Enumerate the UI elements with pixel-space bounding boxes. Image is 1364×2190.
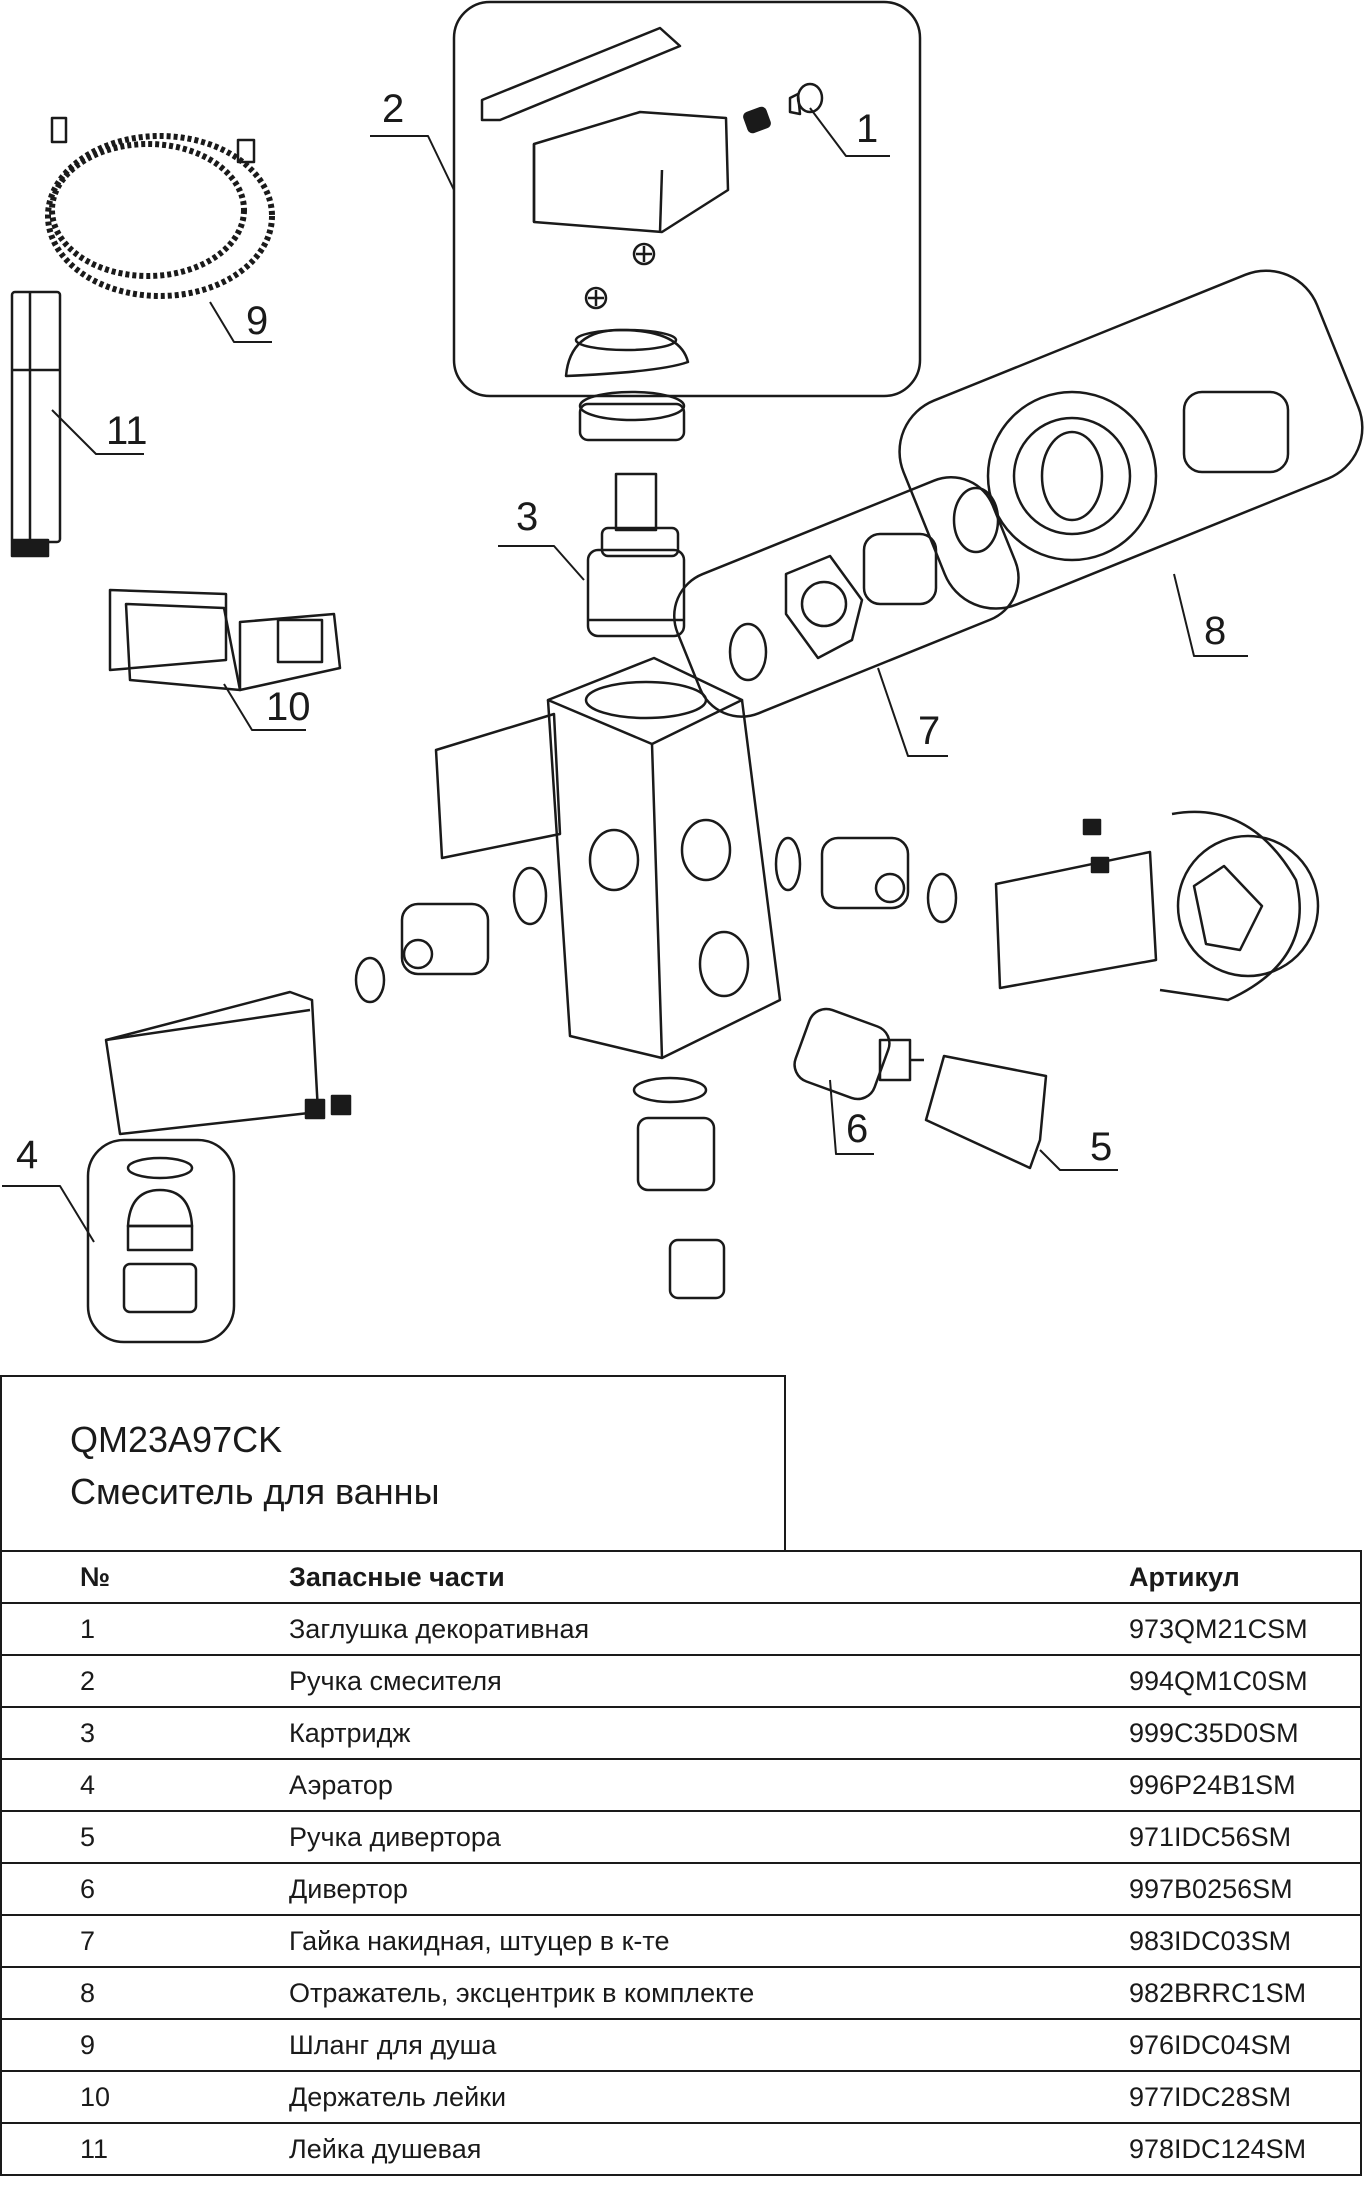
spare-parts-table: № Запасные части Артикул 1 Заглушка деко… — [0, 1550, 1362, 2176]
row-name: Ручка дивертора — [289, 1810, 1129, 1864]
callout-8: 8 — [1204, 609, 1226, 653]
row-no: 11 — [0, 2122, 289, 2176]
callout-3: 3 — [516, 495, 538, 539]
row-name: Шланг для душа — [289, 2018, 1129, 2072]
callout-10: 10 — [266, 685, 311, 729]
row-article: 977IDC28SM — [1129, 2070, 1362, 2124]
eccentric-part — [952, 390, 1290, 562]
callout-6: 6 — [846, 1107, 868, 1151]
row-name: Картридж — [289, 1706, 1129, 1760]
table-row: 10 Держатель лейки 977IDC28SM — [0, 2070, 1362, 2124]
callout-leaders — [2, 107, 1248, 1243]
header-no: № — [0, 1550, 289, 1604]
row-no: 9 — [0, 2018, 289, 2072]
table-row: 3 Картридж 999C35D0SM — [0, 1706, 1362, 1760]
header-name: Запасные части — [289, 1550, 1129, 1604]
row-no: 5 — [0, 1810, 289, 1864]
table-row: 1 Заглушка декоративная 973QM21CSM — [0, 1602, 1362, 1656]
table-row: 2 Ручка смесителя 994QM1C0SM — [0, 1654, 1362, 1708]
callout-9: 9 — [246, 299, 268, 343]
mixer-handle-part — [480, 26, 730, 378]
row-no: 3 — [0, 1706, 289, 1760]
cartridge-part — [578, 390, 686, 638]
product-title-box: QM23A97CK Смеситель для ванны — [0, 1375, 786, 1550]
callout-4: 4 — [16, 1133, 38, 1177]
row-name: Заглушка декоративная — [289, 1602, 1129, 1656]
shower-hose-part — [45, 116, 275, 299]
handle-group-frame — [452, 0, 922, 398]
table-row: 9 Шланг для душа 976IDC04SM — [0, 2018, 1362, 2072]
row-article: 976IDC04SM — [1129, 2018, 1362, 2072]
row-article: 999C35D0SM — [1129, 1706, 1362, 1760]
row-article: 994QM1C0SM — [1129, 1654, 1362, 1708]
table-row: 4 Аэратор 996P24B1SM — [0, 1758, 1362, 1812]
row-no: 7 — [0, 1914, 289, 1968]
row-no: 4 — [0, 1758, 289, 1812]
row-name: Дивертор — [289, 1862, 1129, 1916]
left-fitting-part — [354, 866, 548, 1004]
callout-2: 2 — [382, 87, 404, 131]
product-name: Смеситель для ванны — [70, 1471, 440, 1512]
nut-group-frame — [672, 476, 1020, 718]
row-article: 983IDC03SM — [1129, 1914, 1362, 1968]
row-article: 978IDC124SM — [1129, 2122, 1362, 2176]
table-header-row: № Запасные части Артикул — [0, 1550, 1362, 1604]
row-no: 8 — [0, 1966, 289, 2020]
exploded-view-diagram: 1 2 3 4 5 6 7 8 9 10 11 — [2, 0, 1364, 1344]
hand-shower-part — [10, 290, 62, 558]
aerator-group-frame — [86, 1138, 236, 1344]
row-article: 982BRRC1SM — [1129, 1966, 1362, 2020]
row-name: Держатель лейки — [289, 2070, 1129, 2124]
callout-11: 11 — [106, 409, 148, 453]
callout-7: 7 — [918, 709, 940, 753]
row-name: Отражатель, эксцентрик в комплекте — [289, 1966, 1129, 2020]
table-row: 11 Лейка душевая 978IDC124SM — [0, 2122, 1362, 2176]
table-row: 5 Ручка дивертора 971IDC56SM — [0, 1810, 1362, 1864]
row-name: Гайка накидная, штуцер в к-те — [289, 1914, 1129, 1968]
callout-1: 1 — [856, 107, 878, 151]
row-no: 6 — [0, 1862, 289, 1916]
row-article: 971IDC56SM — [1129, 1810, 1362, 1864]
eccentric-group-frame — [898, 269, 1364, 610]
callout-5: 5 — [1090, 1125, 1112, 1169]
header-article: Артикул — [1129, 1550, 1362, 1604]
product-model: QM23A97CK — [70, 1419, 283, 1460]
diverter-part — [793, 1007, 924, 1101]
spout-part — [104, 990, 352, 1314]
decorative-cap-part — [743, 82, 824, 134]
mixer-body-part — [434, 656, 782, 1060]
row-no: 2 — [0, 1654, 289, 1708]
table-row: 6 Дивертор 997B0256SM — [0, 1862, 1362, 1916]
union-nut-part — [728, 532, 938, 682]
wall-cover-part — [994, 810, 1320, 1002]
table-row: 8 Отражатель, эксцентрик в комплекте 982… — [0, 1966, 1362, 2020]
row-no: 10 — [0, 2070, 289, 2124]
row-name: Аэратор — [289, 1758, 1129, 1812]
shower-holder-part — [108, 588, 342, 692]
row-article: 973QM21CSM — [1129, 1602, 1362, 1656]
diverter-handle-part — [924, 1054, 1048, 1170]
row-no: 1 — [0, 1602, 289, 1656]
row-name: Ручка смесителя — [289, 1654, 1129, 1708]
row-article: 997B0256SM — [1129, 1862, 1362, 1916]
table-row: 7 Гайка накидная, штуцер в к-те 983IDC03… — [0, 1914, 1362, 1968]
bottom-outlet-part — [632, 1076, 726, 1300]
right-fitting-part — [774, 836, 958, 924]
row-article: 996P24B1SM — [1129, 1758, 1362, 1812]
row-name: Лейка душевая — [289, 2122, 1129, 2176]
